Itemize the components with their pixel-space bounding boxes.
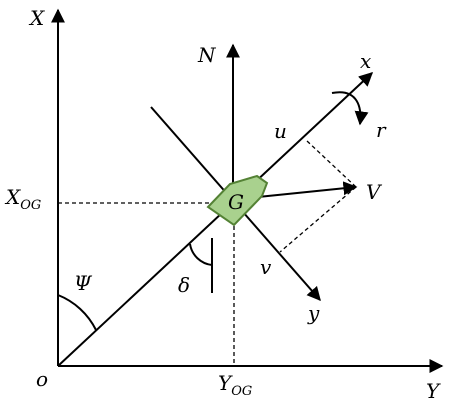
- xog-label: XOG: [4, 185, 41, 213]
- body-x-label: x: [360, 49, 371, 73]
- sway-velocity-label: v: [260, 255, 272, 279]
- velocity-label: V: [366, 180, 383, 204]
- drift-angle-label: δ: [178, 273, 190, 297]
- velocity-vector: [257, 181, 358, 198]
- yog-label: YOG: [218, 371, 252, 399]
- ship-hull-icon: [206, 174, 269, 227]
- center-of-gravity-label: G: [228, 190, 244, 214]
- body-y-label: y: [307, 301, 320, 325]
- v-component-line: [279, 186, 357, 253]
- origin-label: o: [36, 367, 48, 391]
- yaw-rate-label: r: [376, 118, 387, 142]
- psi-angle-arc: [57, 294, 97, 331]
- body-x-axis: [57, 72, 374, 367]
- earth-x-label: X: [28, 6, 45, 30]
- surge-velocity-label: u: [274, 119, 287, 143]
- heading-angle-label: Ψ: [74, 271, 93, 295]
- earth-y-label: Y: [426, 379, 441, 403]
- north-label: N: [197, 43, 217, 67]
- yaw-rate-arrow: [331, 91, 369, 126]
- u-component-line: [306, 140, 357, 188]
- delta-angle-arc: [189, 243, 213, 266]
